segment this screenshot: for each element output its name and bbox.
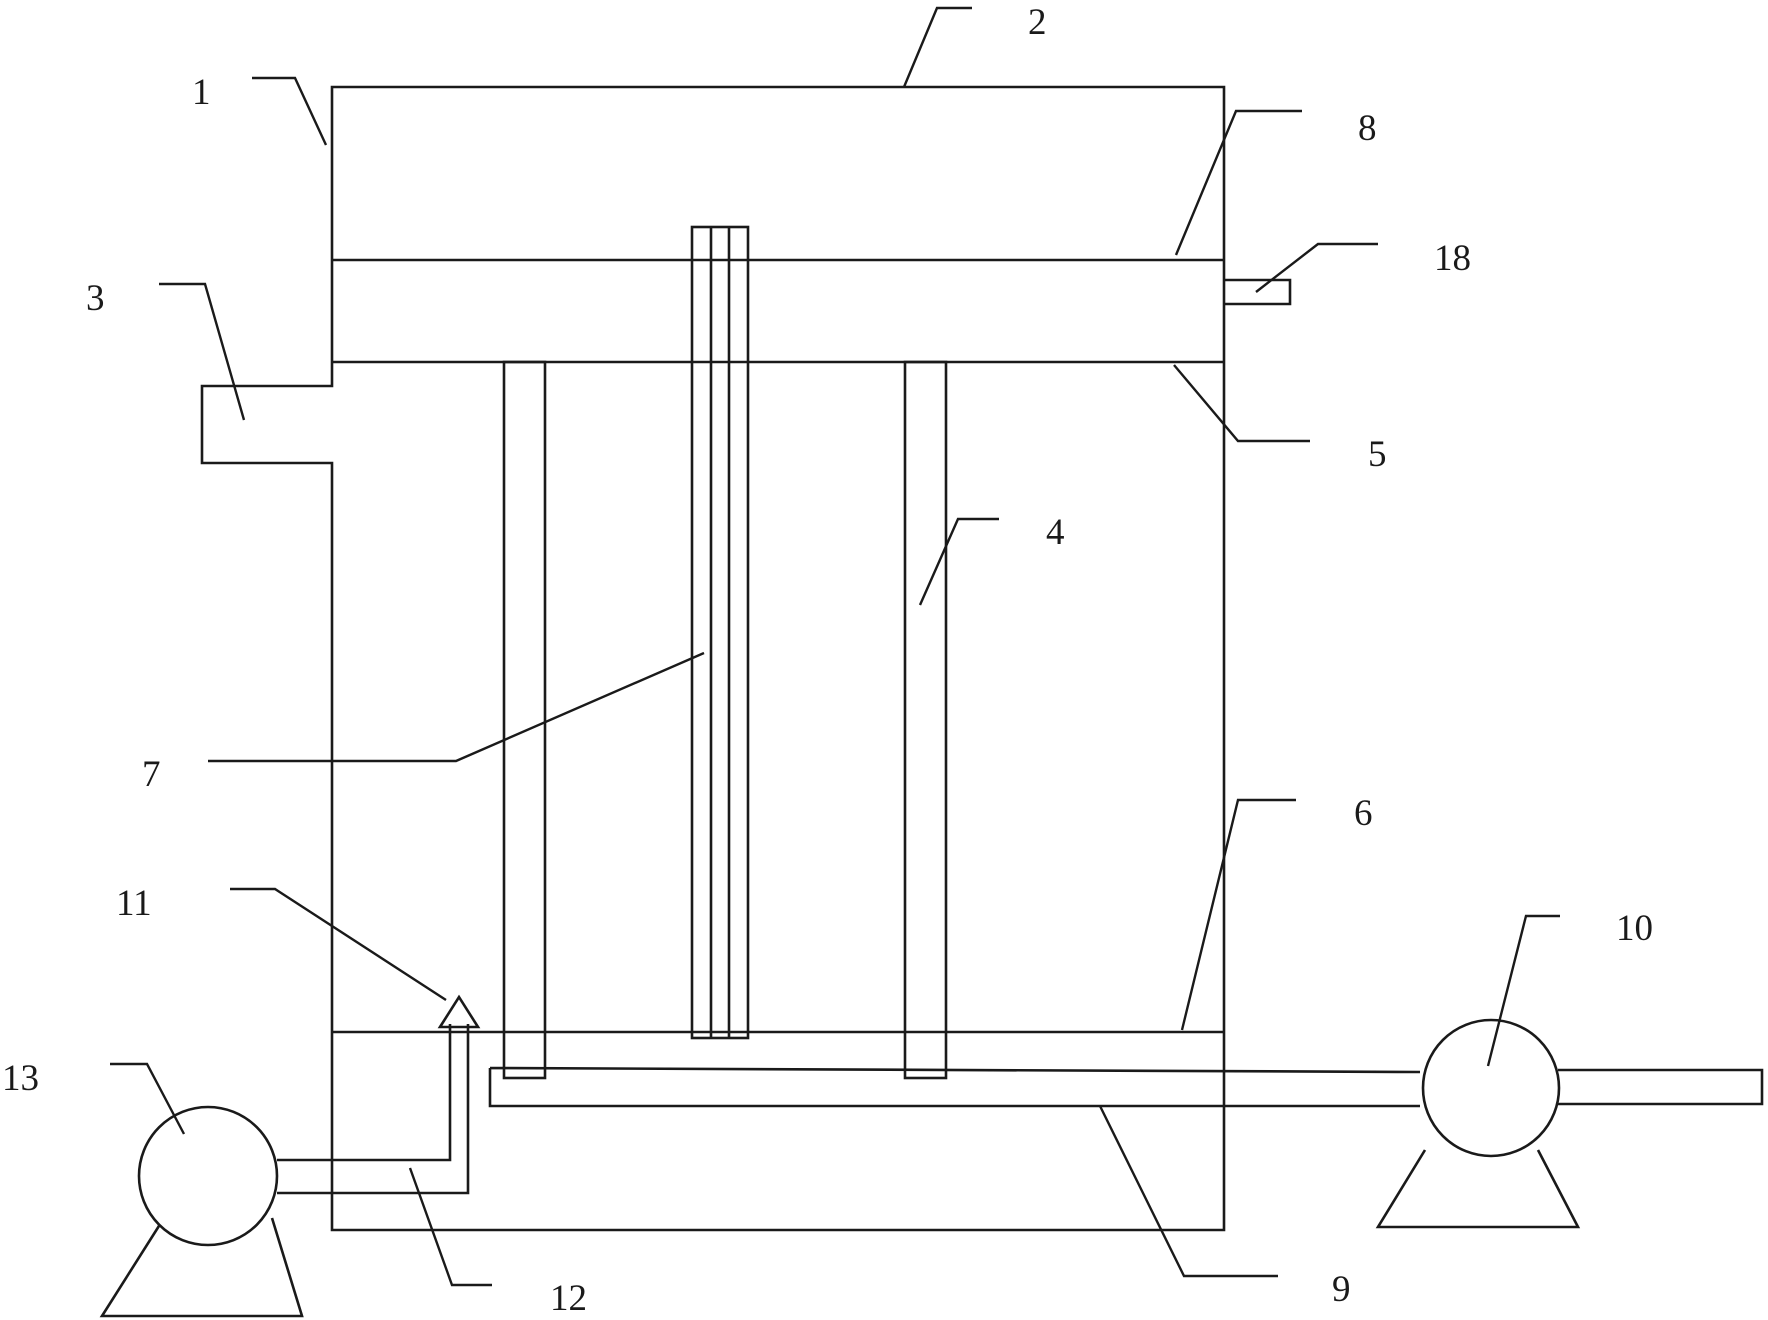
discharge-pipe [1558, 1068, 1764, 1106]
label-1: 1 [192, 72, 211, 113]
label-7: 7 [142, 754, 161, 795]
label-10: 10 [1616, 908, 1653, 949]
leader-12 [408, 1167, 492, 1287]
tank-outer-wall [200, 85, 1226, 1232]
leader-3 [159, 282, 246, 421]
leader-7 [208, 651, 705, 763]
pump-13-body [137, 1105, 279, 1247]
leader-1 [252, 76, 328, 146]
label-4: 4 [1046, 512, 1065, 553]
label-8: 8 [1358, 108, 1377, 149]
label-12: 12 [550, 1278, 587, 1319]
leader-2 [902, 6, 972, 88]
leader-5 [1173, 364, 1310, 443]
diffuser-11 [437, 994, 481, 1029]
pump-10-base [1375, 1149, 1581, 1229]
leader-13 [110, 1062, 186, 1135]
collection-pipe-9 [488, 1066, 1421, 1108]
vertical-tube-left [502, 360, 547, 1080]
label-9: 9 [1332, 1269, 1351, 1310]
leader-18 [1255, 242, 1378, 293]
pump-10-body [1421, 1018, 1561, 1158]
vertical-tube-right [903, 360, 948, 1080]
leader-6 [1180, 798, 1296, 1031]
leader-9 [1098, 1105, 1278, 1278]
central-rod-bundle [690, 225, 750, 1040]
label-18: 18 [1434, 238, 1471, 279]
label-3: 3 [86, 278, 105, 319]
label-11: 11 [116, 883, 152, 924]
air-pipe-12 [277, 1024, 470, 1195]
label-2: 2 [1028, 2, 1047, 43]
label-5: 5 [1368, 434, 1387, 475]
leader-8 [1174, 109, 1302, 256]
label-13: 13 [2, 1058, 39, 1099]
leader-10 [1486, 914, 1560, 1067]
leader-4 [918, 517, 999, 606]
leader-11 [230, 887, 447, 1002]
pump-13-base [99, 1217, 304, 1318]
side-outlet-18 [1224, 278, 1292, 306]
label-6: 6 [1354, 793, 1373, 834]
